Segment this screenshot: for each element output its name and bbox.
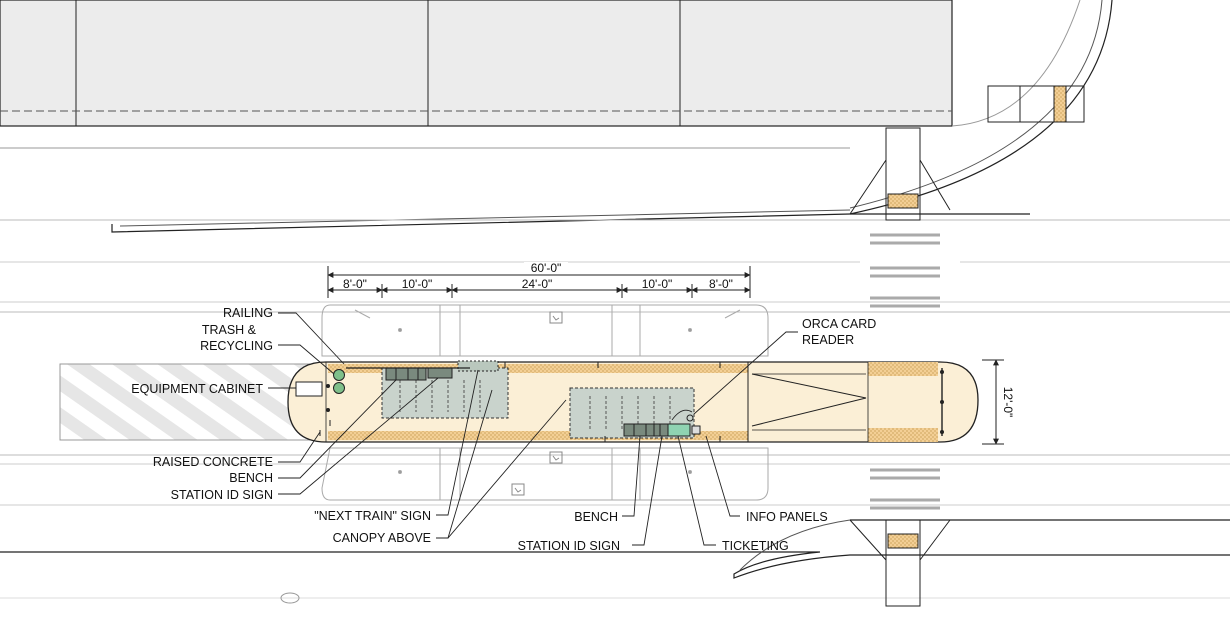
label-station-id-left: STATION ID SIGN (171, 488, 273, 502)
edge-markers (319, 362, 721, 442)
label-canopy-above: CANOPY ABOVE (333, 531, 431, 545)
dim-seg-3: 24'-0" (522, 277, 553, 291)
dim-platform-width: 12'-0" (1001, 387, 1015, 418)
equipment-cabinet (295, 381, 323, 397)
callout-labels: RAILING TRASH & RECYCLING EQUIPMENT CABI… (131, 306, 876, 553)
crosswalk (870, 233, 940, 510)
buildings (0, 0, 953, 127)
label-station-id-right: STATION ID SIGN (518, 539, 620, 553)
bench-right (623, 423, 663, 437)
bench-left (385, 367, 427, 381)
dim-seg-4: 10'-0" (642, 277, 673, 291)
corner-structure (987, 85, 1085, 123)
label-bench-right: BENCH (574, 510, 618, 524)
canopy-supports (399, 380, 671, 430)
accessible-symbol-icon (511, 311, 563, 496)
info-panels (691, 425, 701, 435)
ticketing-machine (667, 423, 691, 437)
station-id-sign-left (427, 367, 453, 379)
dim-overall: 60'-0" (531, 261, 562, 275)
dim-seg-2: 10'-0" (402, 277, 433, 291)
label-railing: RAILING (223, 306, 273, 320)
hatched-median (59, 363, 311, 441)
leader-lines (268, 312, 798, 546)
next-train-sign (457, 360, 499, 372)
dim-seg-1: 8'-0" (343, 277, 367, 291)
label-equipment-cabinet: EQUIPMENT CABINET (131, 382, 263, 396)
label-trash-2: RECYCLING (200, 339, 273, 353)
dim-seg-5: 8'-0" (709, 277, 733, 291)
train-outline-top (321, 304, 769, 357)
street-curbs (0, 0, 1230, 599)
manhole (280, 592, 300, 604)
label-orca-1: ORCA CARD (802, 317, 876, 331)
label-orca-2: READER (802, 333, 854, 347)
label-ticketing: TICKETING (722, 539, 789, 553)
dimension-lines (327, 266, 1004, 445)
label-raised-concrete: RAISED CONCRETE (153, 455, 273, 469)
label-bench-left: BENCH (229, 471, 273, 485)
label-trash-1: TRASH & (202, 323, 257, 337)
curb-ramps (849, 127, 951, 607)
label-info-panels: INFO PANELS (746, 510, 828, 524)
label-next-train: "NEXT TRAIN" SIGN (314, 509, 431, 523)
dimension-texts: 60'-0" 8'-0" 10'-0" 24'-0" 10'-0" 8'-0" … (343, 261, 1015, 417)
train-outline-bottom (321, 447, 769, 501)
trash-recycling (333, 369, 345, 394)
orca-card-reader (686, 414, 694, 422)
